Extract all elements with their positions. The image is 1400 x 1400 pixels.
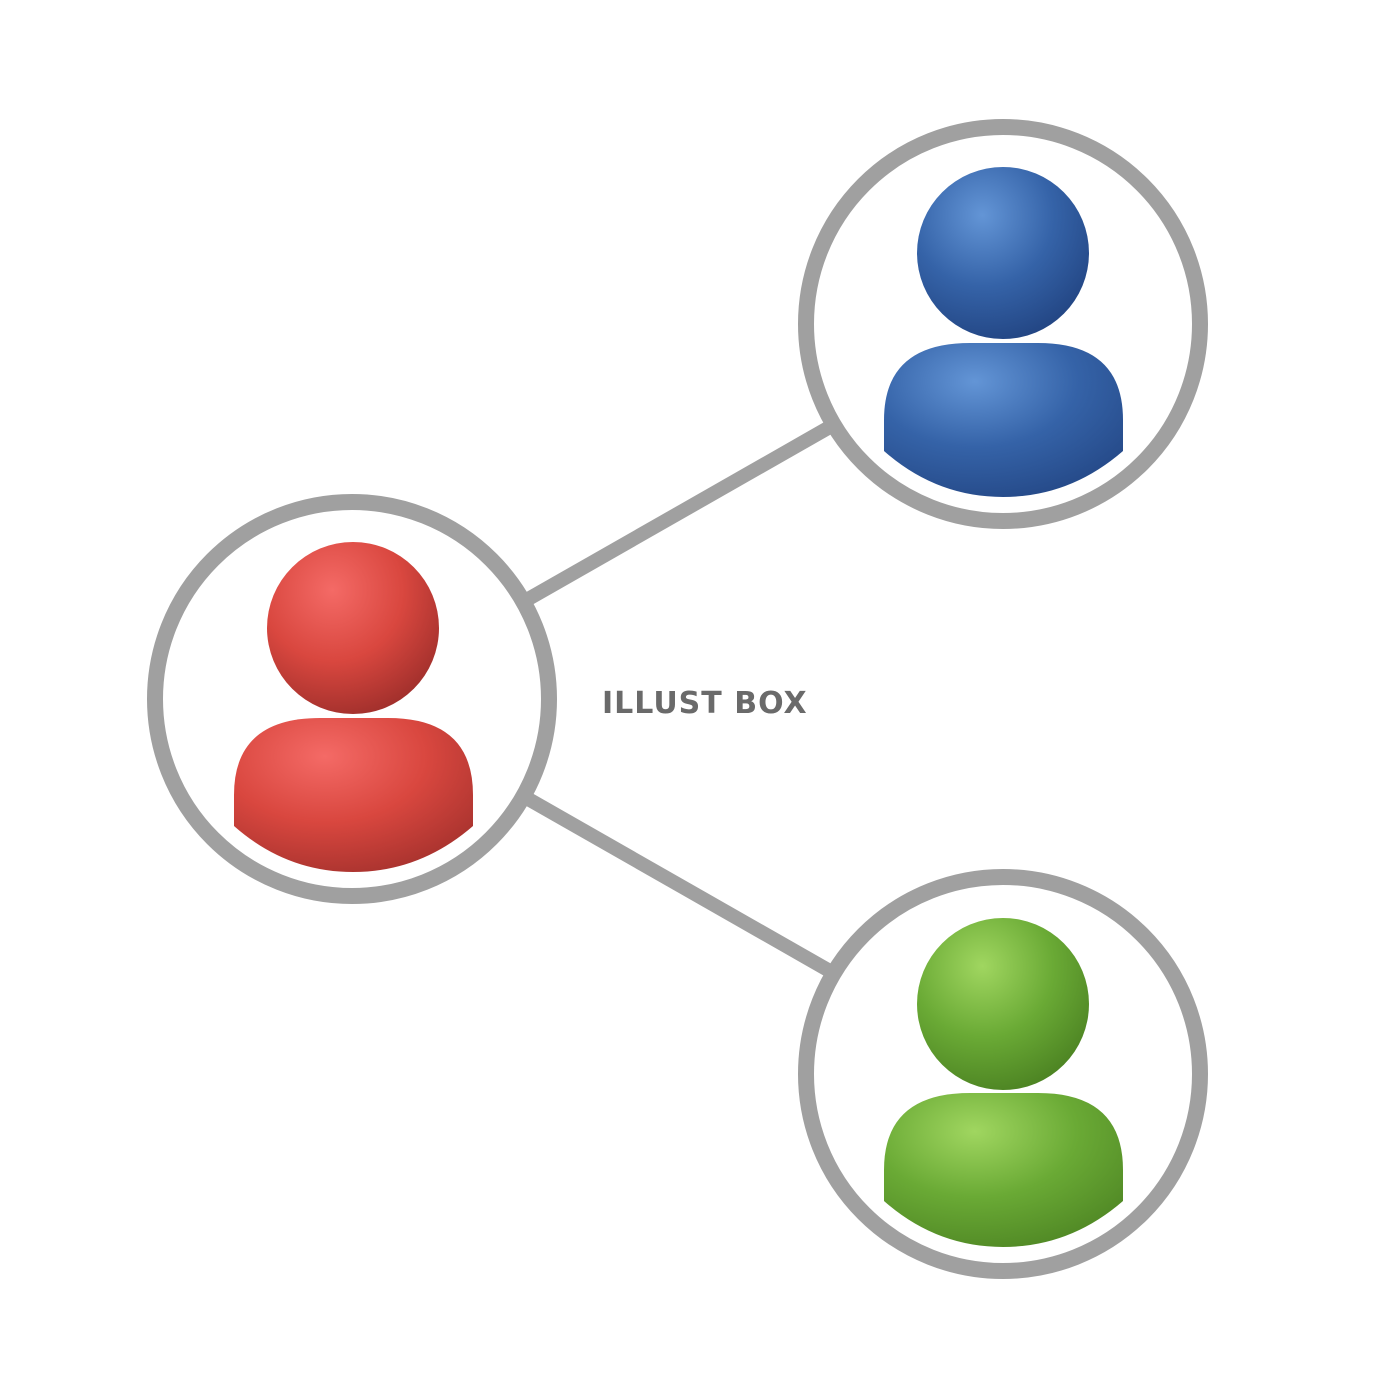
person-icon <box>884 918 1123 1247</box>
watermark-text: ILLUST BOX <box>602 686 808 721</box>
person-body <box>884 1093 1123 1247</box>
node-green <box>798 869 1208 1279</box>
person-icon <box>884 167 1123 497</box>
connector-lines <box>526 421 832 977</box>
person-head <box>917 167 1089 339</box>
person-body <box>234 718 473 872</box>
node-blue <box>798 119 1208 529</box>
person-icon <box>234 542 473 872</box>
person-body <box>884 343 1123 497</box>
person-head <box>267 542 439 714</box>
node-red <box>147 494 557 904</box>
person-head <box>917 918 1089 1090</box>
connector-line-red-green <box>526 793 832 977</box>
connector-line-red-blue <box>526 421 832 605</box>
